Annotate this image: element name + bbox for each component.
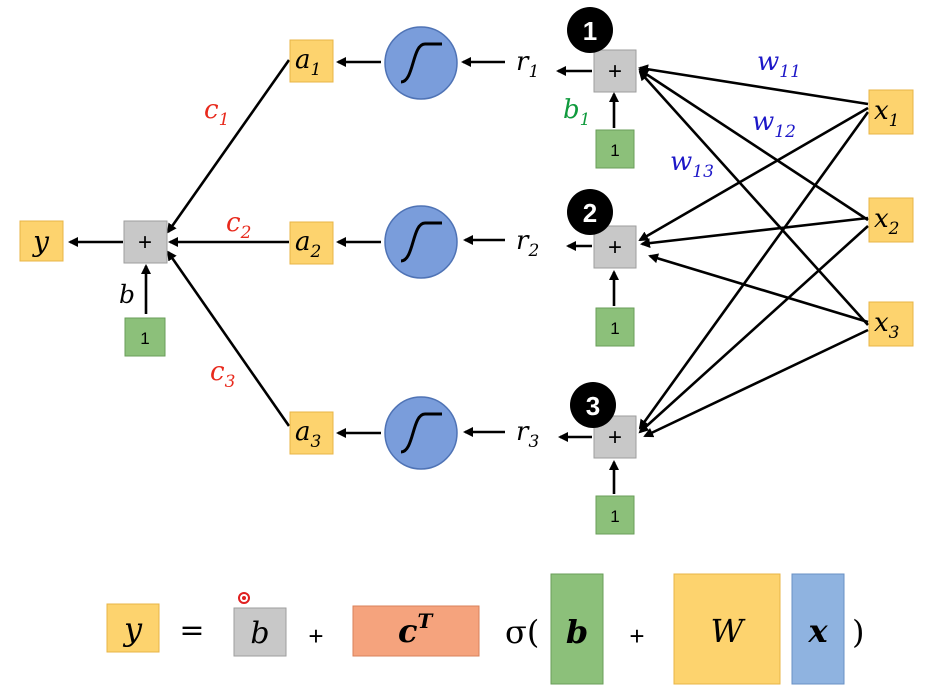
c-weight-labels: c1 c2 c3 — [204, 95, 251, 392]
formula-x: x — [807, 612, 828, 650]
input-nodes: x1 x2 x3 — [868, 89, 914, 347]
c1-label: c1 — [204, 95, 229, 130]
sigmoid-icon-3 — [384, 396, 458, 470]
a2-label: a2 — [295, 227, 321, 262]
cursor-dot-center-icon — [242, 596, 246, 600]
b1-label: b1 — [563, 95, 590, 130]
sigmoid-nodes — [384, 26, 458, 470]
activation-nodes: a1 a2 a3 — [289, 39, 334, 455]
x2-node — [868, 197, 914, 243]
w12-label: w12 — [752, 107, 796, 142]
formula-cT-box — [352, 605, 480, 657]
a1-node — [289, 39, 334, 83]
sum-node-1 — [593, 49, 637, 93]
sum-node-1-plus: + — [608, 58, 622, 85]
bias-input-3-value: 1 — [610, 507, 619, 526]
badge-3 — [570, 382, 616, 428]
formula-b-box — [233, 607, 287, 657]
cursor-dot-icon — [238, 592, 250, 604]
bias-input-output — [124, 317, 166, 357]
sigmoid-icon-2 — [384, 205, 458, 279]
x1-node — [868, 89, 914, 135]
input-connections — [638, 64, 870, 438]
badge-2-number: 2 — [583, 198, 597, 228]
a2-node — [289, 221, 334, 265]
formula-W: W — [711, 612, 747, 650]
sigmoid-icon-1 — [384, 26, 458, 100]
bias-input-3 — [595, 495, 635, 535]
w11-label: w11 — [757, 47, 801, 82]
bias-b-label: b — [119, 280, 135, 309]
r2-label: r2 — [516, 226, 539, 261]
formula-b: b — [250, 616, 269, 651]
badge-2 — [567, 189, 613, 235]
formula-plus-2: + — [629, 621, 644, 651]
badge-1-number: 1 — [583, 16, 597, 46]
x3-node — [868, 301, 914, 347]
c3-label: c3 — [210, 357, 235, 392]
formula-close-paren: ) — [852, 613, 864, 651]
formula-y: y — [122, 610, 143, 648]
c2-label: c2 — [226, 208, 251, 243]
sum-node-2 — [593, 225, 637, 269]
x2-label: x2 — [874, 204, 900, 239]
w13-label: w13 — [670, 147, 714, 182]
badge-3-number: 3 — [586, 391, 600, 421]
sum-node-output-plus: + — [138, 229, 152, 256]
bias-input-output-value: 1 — [140, 329, 149, 348]
bias-input-1-value: 1 — [610, 141, 619, 160]
x1-label: x1 — [874, 96, 900, 131]
neuron-number-badges: 1 2 3 — [567, 7, 616, 428]
formula-equals: = — [179, 613, 204, 648]
hidden-bias-inputs: 1 1 1 — [595, 129, 635, 535]
formula-x-box — [791, 573, 845, 685]
flow-arrows — [68, 57, 619, 494]
a3-node — [289, 411, 334, 455]
r3-label: r3 — [516, 417, 539, 452]
bias-input-2 — [595, 307, 635, 347]
formula-sigma-open: σ( — [505, 613, 539, 651]
x3-label: x3 — [874, 308, 900, 343]
formula-b-vector: b — [566, 613, 588, 651]
formula-cT: cT — [398, 609, 434, 650]
sum-node-output — [123, 220, 168, 264]
output-y-node — [19, 220, 64, 262]
r1-label: r1 — [516, 47, 539, 82]
r-labels: r1 r2 r3 — [516, 47, 539, 452]
a1-label: a1 — [295, 45, 321, 80]
a3-label: a3 — [295, 417, 321, 452]
weight-labels: w11 w12 w13 — [670, 47, 801, 182]
formula-plus-1: + — [308, 621, 323, 651]
formula: y = b + cT σ( b + W x ) — [106, 573, 864, 685]
bias-input-2-value: 1 — [610, 319, 619, 338]
sum-node-2-plus: + — [608, 234, 622, 261]
bias-input-1 — [595, 129, 635, 169]
formula-y-box — [106, 603, 160, 653]
formula-W-box — [673, 573, 781, 685]
output-y-label: y — [31, 225, 50, 258]
badge-1 — [567, 7, 613, 53]
formula-b-vector-box — [550, 573, 604, 685]
sum-node-3-plus: + — [608, 424, 622, 451]
